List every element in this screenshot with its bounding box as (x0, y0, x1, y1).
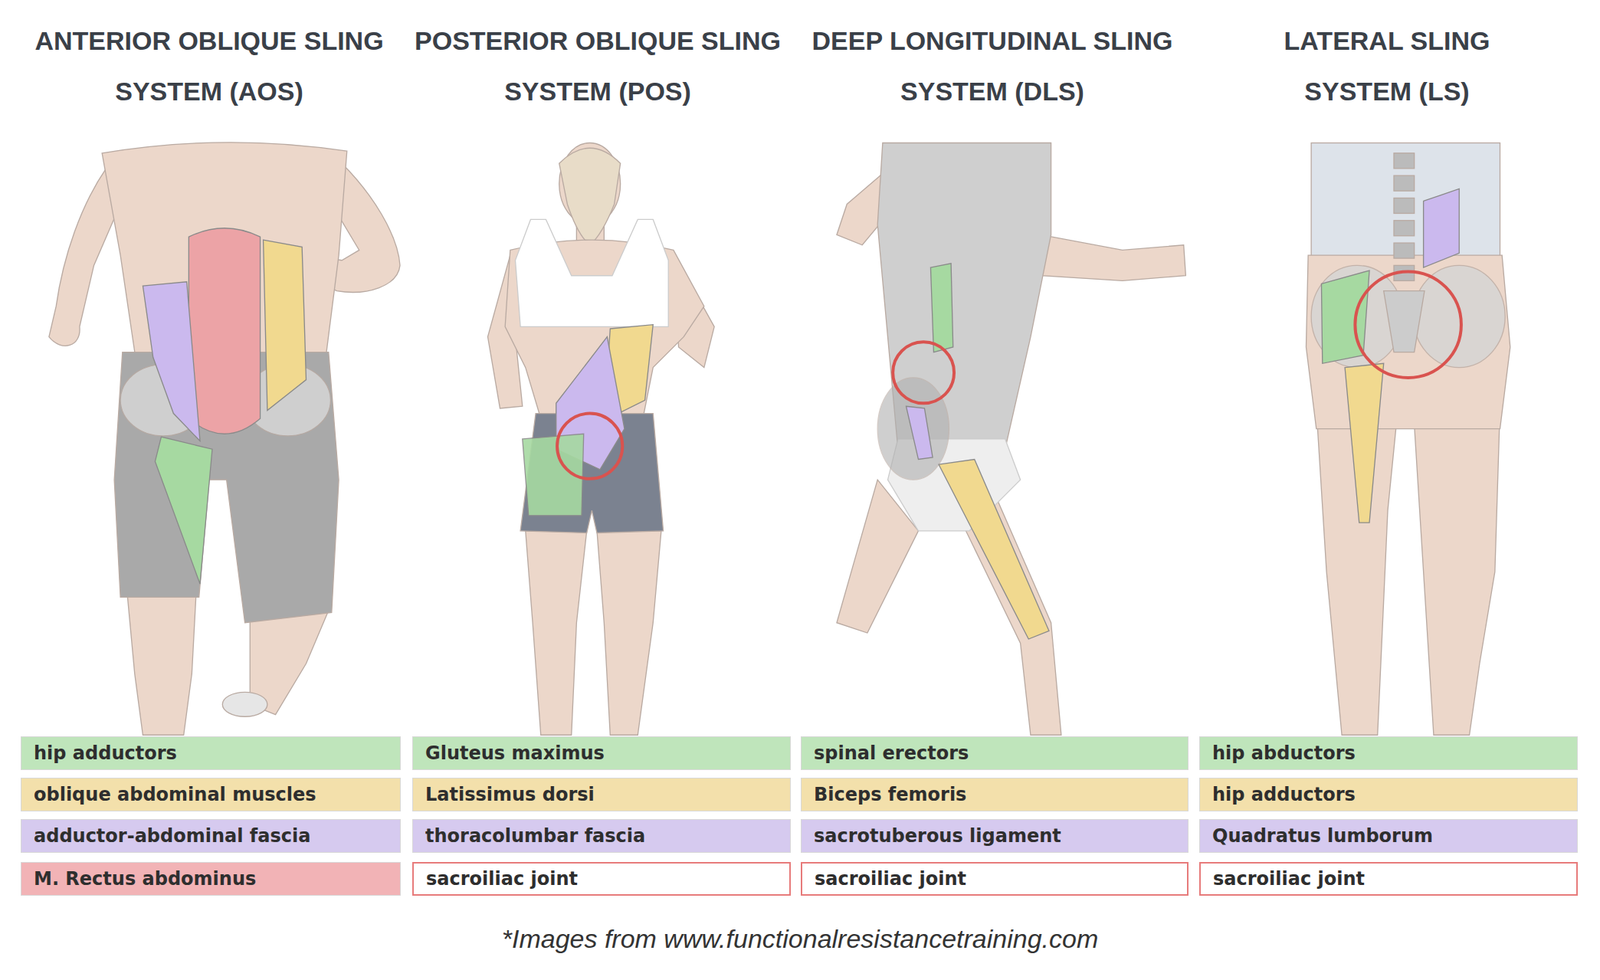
image-credit: *Images from www.functionalresistancetra… (186, 922, 1414, 955)
leg (596, 531, 662, 735)
vertebra (1393, 220, 1415, 237)
arm (1040, 234, 1186, 281)
muscle-label-bar: Biceps femoris (800, 777, 1189, 812)
vertebra (1393, 242, 1415, 259)
leg (127, 596, 196, 735)
muscle-label-bar: Gluteus maximus (412, 736, 791, 771)
label-text: sacrotuberous ligament (813, 824, 1062, 848)
muscle-label-bar: Quadratus lumborum (1199, 819, 1578, 853)
rectus-abdominis (188, 228, 260, 434)
hair (559, 147, 621, 246)
shoe (222, 691, 268, 717)
joint-label-box: sacroiliac joint (1199, 862, 1578, 896)
quadratus-lumborum (1423, 188, 1460, 268)
leg (525, 531, 587, 735)
label-text: sacroiliac joint (1213, 867, 1365, 891)
muscle-label-bar: thoracolumbar fascia (412, 819, 791, 853)
joint-label-box: sacroiliac joint (800, 862, 1189, 896)
label-text: hip adductors (33, 741, 178, 765)
biceps-femoris (938, 459, 1050, 640)
vertebra (1393, 153, 1415, 169)
oblique-muscle (263, 239, 307, 410)
label-text: thoracolumbar fascia (425, 824, 646, 848)
muscle-label-bar: hip adductors (1199, 777, 1578, 812)
muscle-label-bar: hip abductors (1199, 736, 1578, 771)
label-text: sacroiliac joint (426, 867, 578, 891)
muscle-label-bar: M. Rectus abdominus (20, 862, 401, 896)
label-text: Biceps femoris (813, 783, 967, 807)
hips (1305, 255, 1510, 429)
joint-circle (1354, 271, 1461, 378)
vertebra (1393, 175, 1415, 191)
joint-circle (892, 341, 955, 404)
column-heading: POSTERIOR OBLIQUE SLING SYSTEM (POS) (413, 15, 782, 117)
label-text: M. Rectus abdominus (33, 867, 256, 891)
label-text: sacroiliac joint (814, 867, 967, 891)
column-heading: DEEP LONGITUDINAL SLING SYSTEM (DLS) (808, 15, 1177, 117)
muscle-label-bar: hip adductors (20, 736, 401, 771)
label-text: hip abductors (1212, 741, 1356, 765)
column-heading: ANTERIOR OBLIQUE SLING SYSTEM (AOS) (25, 15, 394, 117)
muscle-label-bar: sacrotuberous ligament (800, 819, 1189, 853)
leg (1413, 408, 1500, 735)
label-text: Latissimus dorsi (425, 783, 595, 807)
muscle-label-bar: Latissimus dorsi (412, 777, 791, 812)
label-text: Quadratus lumborum (1212, 824, 1433, 848)
label-text: adductor-abdominal fascia (33, 824, 311, 848)
dls-figure (836, 143, 1186, 736)
sacrum (1383, 291, 1425, 353)
label-text: oblique abdominal muscles (33, 783, 317, 807)
top (514, 219, 669, 327)
column-heading: LATERAL SLING SYSTEM (LS) (1233, 15, 1541, 117)
aos-figure (49, 142, 400, 735)
spinal-erector (930, 263, 953, 353)
hip-adductor (154, 436, 213, 584)
pos-figure (488, 143, 715, 736)
sacrotuberous-ligament (905, 406, 933, 460)
muscle-label-bar: adductor-abdominal fascia (20, 819, 401, 853)
joint-label-box: sacroiliac joint (412, 862, 791, 896)
back (1311, 143, 1500, 266)
label-text: hip adductors (1212, 783, 1356, 807)
ls-figure (1305, 143, 1510, 736)
vertebra (1393, 197, 1415, 214)
oblique-fascia (142, 281, 200, 442)
hip-adductor (1344, 363, 1384, 523)
label-text: Gluteus maximus (425, 741, 605, 765)
joint-circle (557, 413, 623, 479)
label-text: spinal erectors (813, 741, 969, 765)
muscle-label-bar: oblique abdominal muscles (20, 777, 401, 812)
muscle-label-bar: spinal erectors (800, 736, 1189, 771)
